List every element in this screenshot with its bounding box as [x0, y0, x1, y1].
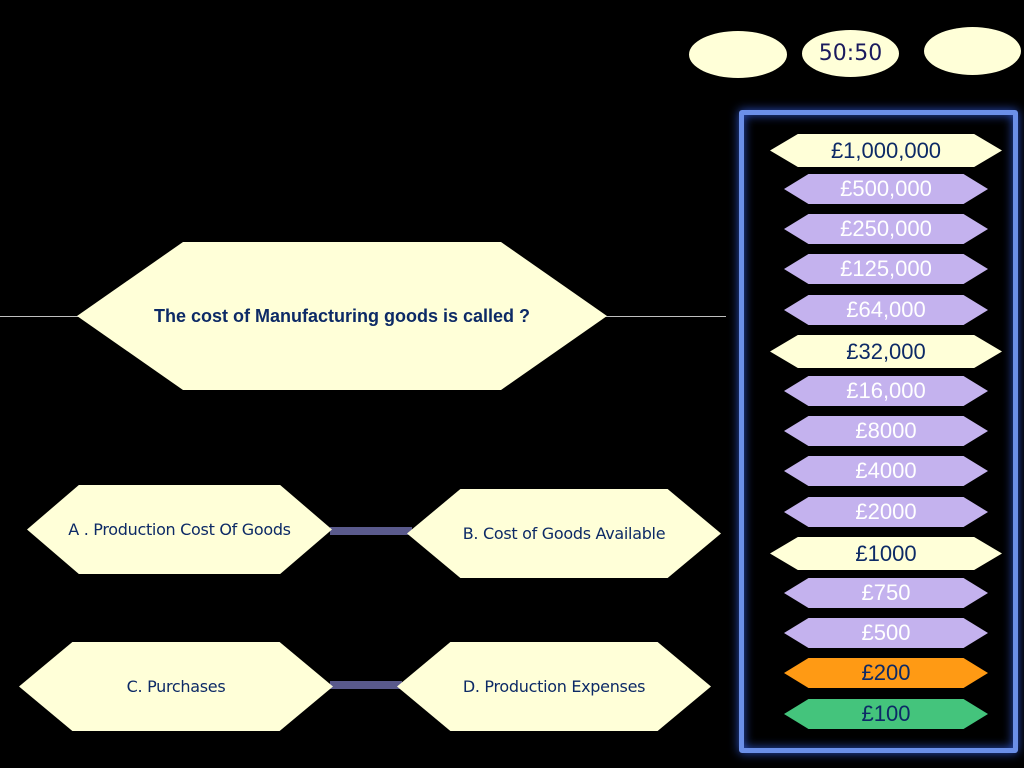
answer-c-button[interactable]: C. Purchases	[19, 642, 333, 731]
prize-500: £500	[784, 618, 988, 648]
prize-500000: £500,000	[784, 174, 988, 204]
prize-250000: £250,000	[784, 214, 988, 244]
question-panel: The cost of Manufacturing goods is calle…	[77, 242, 607, 390]
prize-200: £200	[784, 658, 988, 688]
answer-b-button[interactable]: B. Cost of Goods Available	[407, 489, 721, 578]
prize-1000: £1000	[770, 537, 1002, 570]
prize-8000: £8000	[784, 416, 988, 446]
answer-b-label: B. Cost of Goods Available	[462, 524, 666, 543]
prize-750: £750	[784, 578, 988, 608]
lifeline-right-button[interactable]	[924, 27, 1021, 75]
prize-64000: £64,000	[784, 295, 988, 325]
prize-16000: £16,000	[784, 376, 988, 406]
prize-100: £100	[784, 699, 988, 729]
lifeline-left-button[interactable]	[689, 31, 787, 78]
money-ladder-panel	[739, 110, 1018, 753]
question-wire-left	[0, 316, 80, 317]
prize-125000: £125,000	[784, 254, 988, 284]
prize-1000000: £1,000,000	[770, 134, 1002, 167]
answer-d-button[interactable]: D. Production Expenses	[397, 642, 711, 731]
question-text: The cost of Manufacturing goods is calle…	[153, 305, 531, 326]
answer-c-label: C. Purchases	[126, 677, 226, 696]
prize-4000: £4000	[784, 456, 988, 486]
answer-connector-top	[330, 527, 412, 535]
prize-2000: £2000	[784, 497, 988, 527]
answer-connector-bottom	[330, 681, 402, 689]
answer-d-label: D. Production Expenses	[462, 677, 646, 696]
question-wire-right	[604, 316, 726, 317]
prize-32000: £32,000	[770, 335, 1002, 368]
lifeline-fifty-fifty-button[interactable]: 50:50	[802, 30, 899, 77]
answer-a-label: A . Production Cost Of Goods	[68, 520, 291, 539]
answer-a-button[interactable]: A . Production Cost Of Goods	[27, 485, 332, 574]
